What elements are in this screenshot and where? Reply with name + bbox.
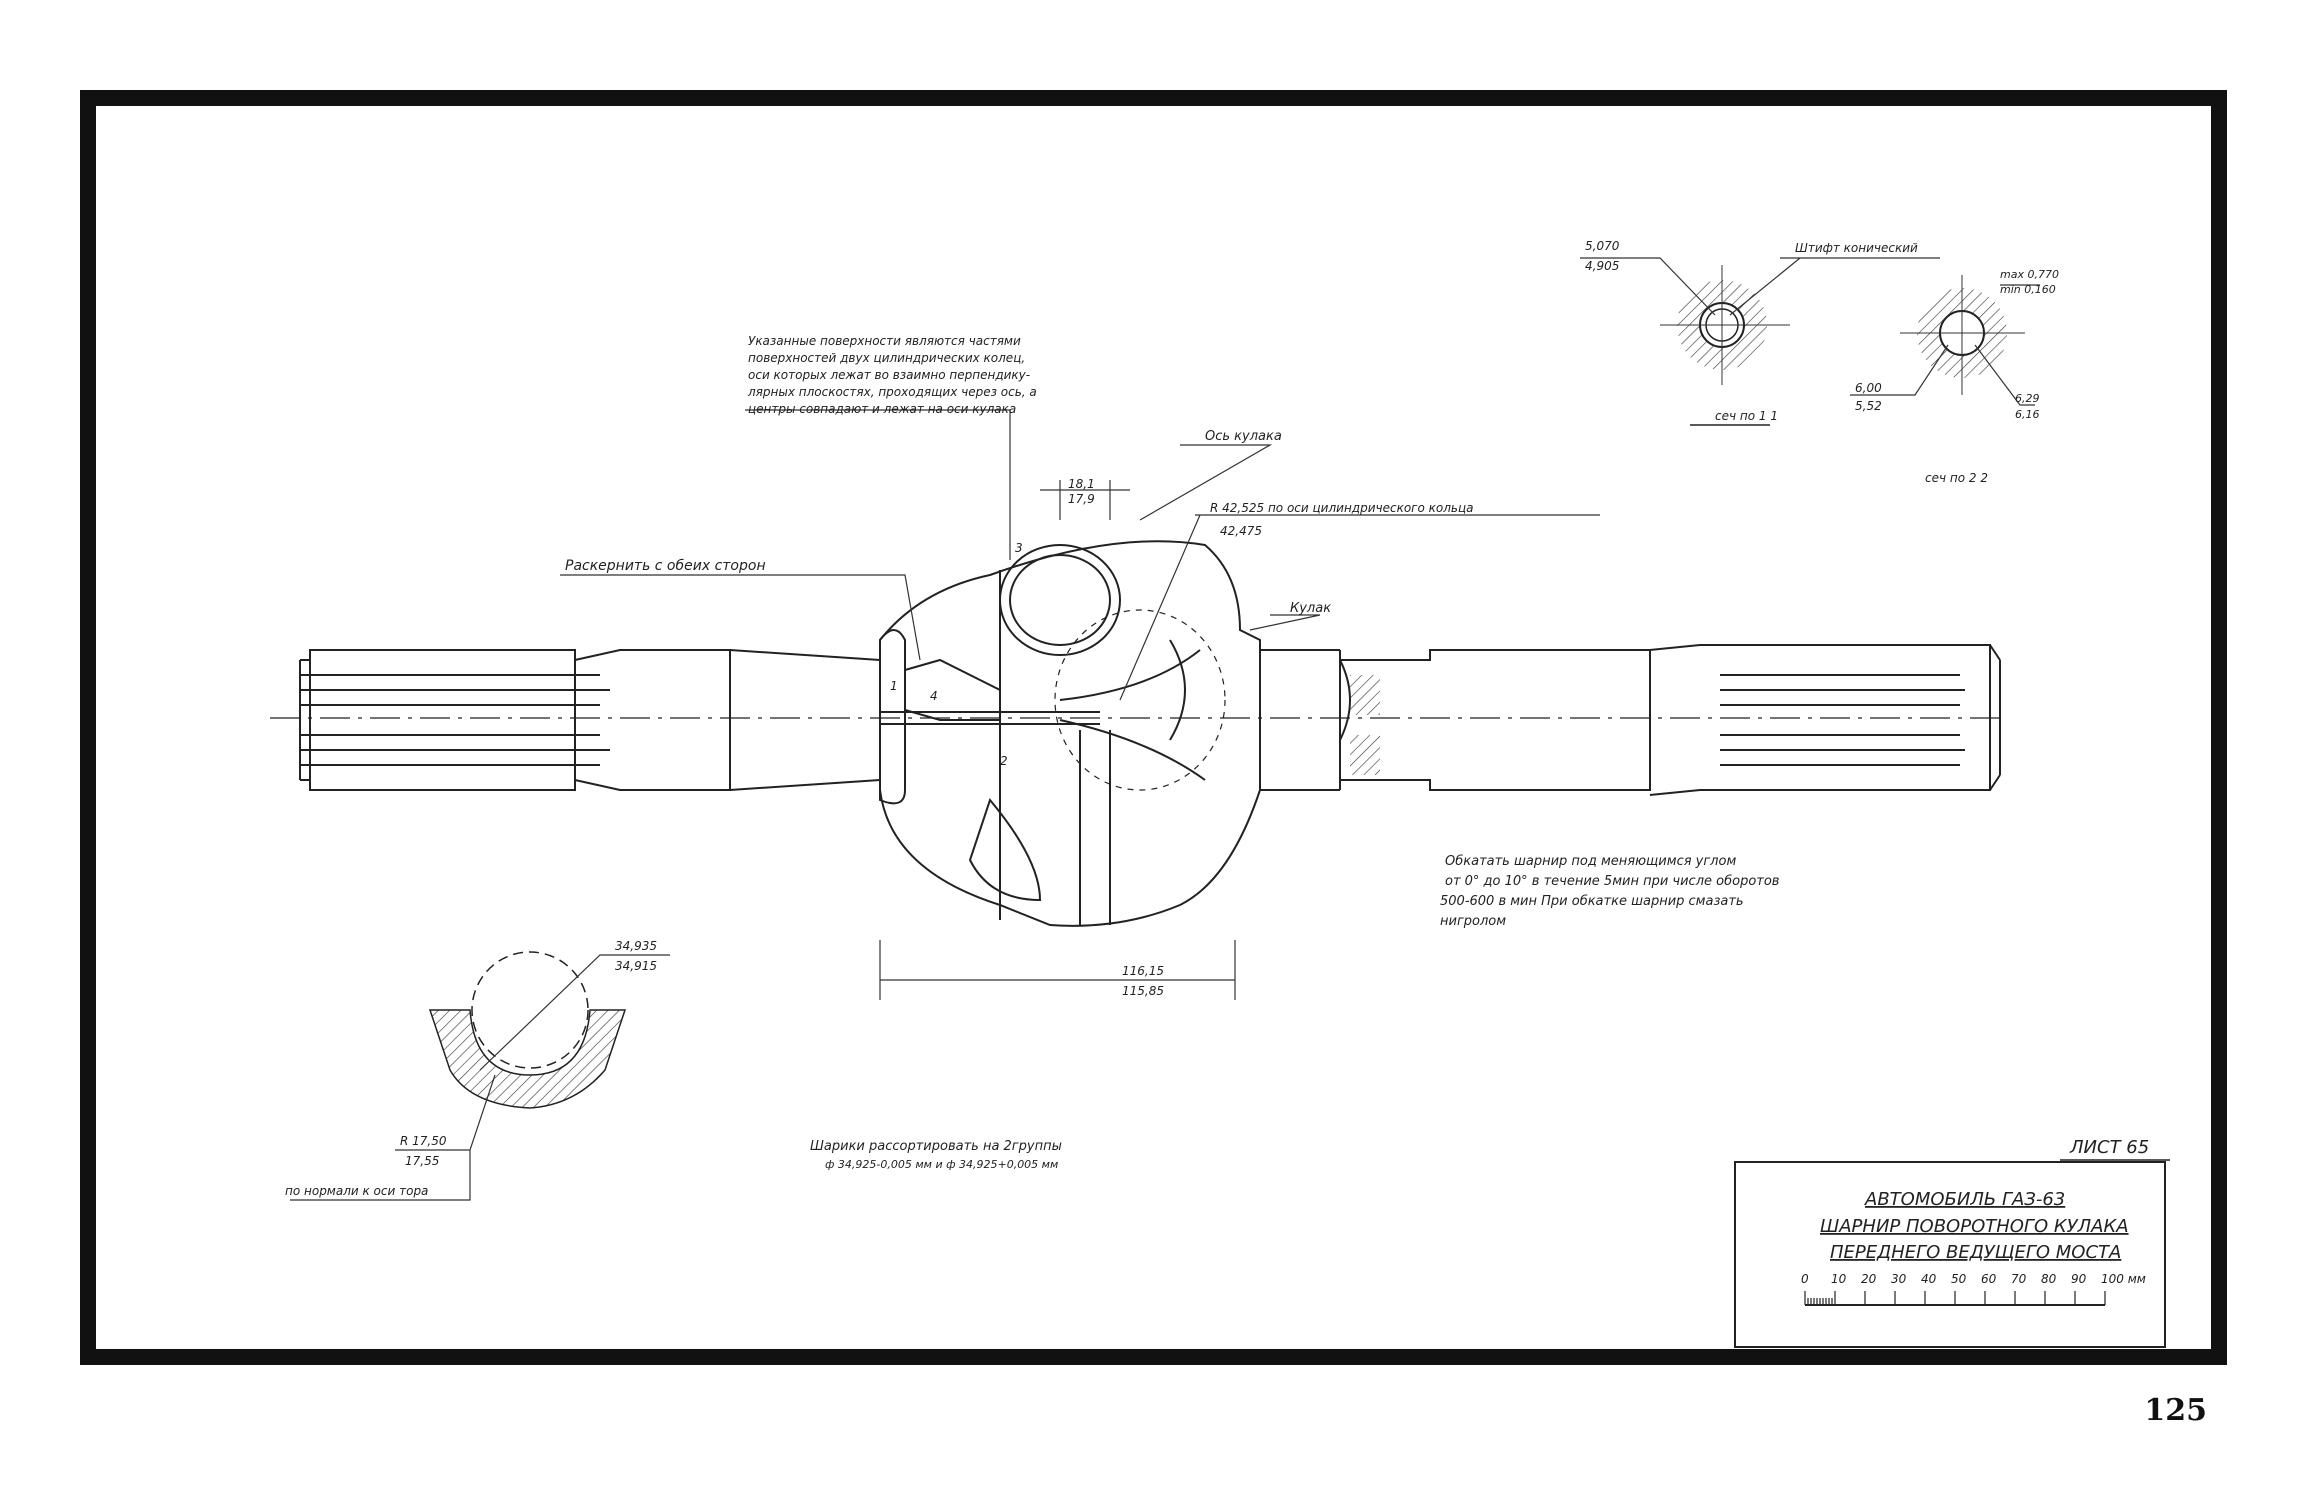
dim-top-lower: 17,9	[1068, 492, 1095, 506]
note-surfaces-line-1: Указанные поверхности являются частями	[748, 334, 1021, 348]
mark-4: 4	[930, 689, 938, 703]
dim-radius-upper: R 42,525 по оси цилиндрического кольца	[1210, 501, 1473, 515]
section2-dim-min: min 0,160	[2000, 283, 2056, 296]
mark-3: 3	[1015, 541, 1023, 555]
section1-pin-label: Штифт конический	[1795, 241, 1918, 255]
scale-label: 100 мм	[2101, 1272, 2146, 1286]
section2-dim-right-lower: 6,16	[2015, 408, 2040, 421]
left-spline	[299, 649, 610, 791]
ball-dim-radius-upper: R 17,50	[400, 1134, 447, 1148]
note-surfaces-line-2: поверхностей двух цилиндрических колец,	[748, 351, 1025, 365]
sheet-number: ЛИСТ 65	[2069, 1137, 2149, 1158]
scale-label: 30	[1891, 1272, 1907, 1286]
title-line-1: АВТОМОБИЛЬ ГАЗ-63	[1864, 1189, 2065, 1210]
dim-length-upper: 116,15	[1122, 964, 1164, 978]
title-block	[1734, 1159, 2170, 1348]
note-surfaces-line-5: центры совпадают и лежат на оси кулака	[748, 402, 1016, 416]
label-knuckle: Кулак	[1290, 601, 1331, 616]
note-run-line-1: Обкатать шарнир под меняющимся углом	[1445, 854, 1736, 869]
section1-dim-lower: 4,905	[1585, 259, 1619, 273]
section2-dim-left-lower: 5,52	[1855, 399, 1882, 413]
scale-labels: 0 10 20 30 40 50 60 70 80 90 100 мм	[1801, 1272, 2146, 1286]
note-balls-line-1: Шарики рассортировать на 2группы	[810, 1139, 1062, 1154]
title-block-text: ЛИСТ 65 АВТОМОБИЛЬ ГАЗ-63 ШАРНИР ПОВОРОТ…	[1801, 1137, 2149, 1286]
section-1-1	[1580, 257, 1940, 426]
dim-radius-lower: 42,475	[1220, 524, 1262, 538]
leader-lines	[560, 409, 1600, 1000]
scale-bar	[1804, 1291, 2106, 1306]
section1-dim-upper: 5,070	[1585, 239, 1620, 253]
section2-caption: сеч по 2 2	[1925, 471, 1988, 485]
dim-top-upper: 18,1	[1068, 477, 1095, 491]
mark-1: 1	[890, 679, 898, 693]
title-line-3: ПЕРЕДНЕГО ВЕДУЩЕГО МОСТА	[1830, 1242, 2121, 1263]
ball-note: по нормали к оси тора	[285, 1184, 428, 1198]
section2-dim-max: max 0,770	[2000, 268, 2059, 281]
mark-2: 2	[1000, 754, 1008, 768]
note-run-line-4: нигролом	[1440, 914, 1506, 929]
drawing-frame	[80, 90, 2227, 1365]
annotations: Указанные поверхности являются частями п…	[285, 239, 2059, 1198]
scale-label: 50	[1951, 1272, 1967, 1286]
label-axis: Ось кулака	[1205, 429, 1282, 444]
ball-dim-radius-lower: 17,55	[405, 1154, 439, 1168]
note-surfaces-line-4: лярных плоскостях, проходящих через ось,…	[747, 385, 1037, 399]
dim-length-lower: 115,85	[1122, 984, 1164, 998]
ball-detail	[290, 951, 670, 1201]
note-run-line-3: 500-600 в мин При обкатке шарнир смазать	[1440, 894, 1744, 909]
ball-dim-dia-upper: 34,935	[615, 939, 657, 953]
scale-label: 0	[1801, 1272, 1809, 1286]
scale-label: 90	[2071, 1272, 2087, 1286]
scale-label: 80	[2041, 1272, 2057, 1286]
note-surfaces-line-3: оси которых лежат во взаимно перпендику-	[748, 368, 1030, 382]
title-line-2: ШАРНИР ПОВОРОТНОГО КУЛАКА	[1820, 1216, 2129, 1237]
section1-caption: сеч по 1 1	[1715, 409, 1778, 423]
label-core: Раскернить с обеих сторон	[565, 558, 766, 574]
section2-dim-left-upper: 6,00	[1855, 381, 1882, 395]
joint-assembly	[270, 540, 2001, 927]
scale-label: 10	[1831, 1272, 1847, 1286]
ball-dim-dia-lower: 34,915	[615, 959, 657, 973]
scale-label: 20	[1861, 1272, 1877, 1286]
section2-dim-right-upper: 6,29	[2015, 392, 2040, 405]
section-2-2	[1850, 275, 2040, 406]
note-run-line-2: от 0° до 10° в течение 5мин при числе об…	[1445, 874, 1779, 889]
scale-label: 40	[1921, 1272, 1937, 1286]
note-balls-line-2: ф 34,925-0,005 мм и ф 34,925+0,005 мм	[825, 1158, 1058, 1171]
scale-label: 70	[2011, 1272, 2027, 1286]
page-number: 125	[2144, 1393, 2207, 1428]
scale-label: 60	[1981, 1272, 1997, 1286]
